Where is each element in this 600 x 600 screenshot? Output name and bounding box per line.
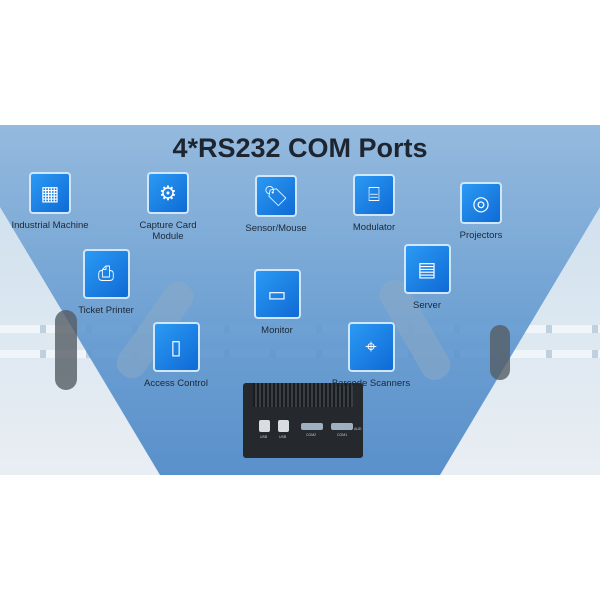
app-access-control: ▯Access Control bbox=[121, 322, 231, 389]
product-banner: 4*RS232 COM Ports ▦Industrial Machine ⚙C… bbox=[0, 125, 600, 475]
app-server: ▤Server bbox=[372, 244, 482, 311]
barcode-scanner-icon: ⌖ bbox=[347, 322, 395, 372]
app-capture-card: ⚙Capture Card Module bbox=[113, 172, 223, 242]
usb-port bbox=[278, 420, 289, 432]
app-ticket-printer: ⎙Ticket Printer bbox=[51, 249, 161, 316]
app-modulator: ⌸Modulator bbox=[319, 174, 429, 233]
router-icon: ⌸ bbox=[353, 174, 395, 216]
app-projectors: ◎Projectors bbox=[426, 182, 536, 241]
server-icon: ▤ bbox=[403, 244, 451, 294]
app-sensor-mouse: 🏷Sensor/Mouse bbox=[221, 175, 331, 234]
door-card-icon: ▯ bbox=[152, 322, 200, 372]
sd-card-gear-icon: ⚙ bbox=[147, 172, 189, 214]
robot-gripper-right bbox=[490, 325, 510, 380]
control-panel-icon: ▦ bbox=[29, 172, 71, 214]
robot-gripper-left bbox=[55, 310, 77, 390]
app-monitor: ▭Monitor bbox=[222, 269, 332, 336]
usb-port bbox=[259, 420, 270, 432]
app-barcode-scanners: ⌖Barcode Scanners bbox=[316, 322, 426, 389]
projector-icon: ◎ bbox=[460, 182, 502, 224]
rfid-tag-icon: 🏷 bbox=[255, 175, 297, 217]
app-industrial-machine: ▦Industrial Machine bbox=[0, 172, 105, 231]
mini-pc: USB USB COM2 COM1 AUD bbox=[243, 383, 363, 458]
monitor-icon: ▭ bbox=[253, 269, 301, 319]
com-port bbox=[301, 423, 323, 430]
page-title: 4*RS232 COM Ports bbox=[172, 133, 428, 163]
heatsink-fins bbox=[253, 383, 353, 407]
com-port bbox=[331, 423, 353, 430]
printer-icon: ⎙ bbox=[82, 249, 130, 299]
